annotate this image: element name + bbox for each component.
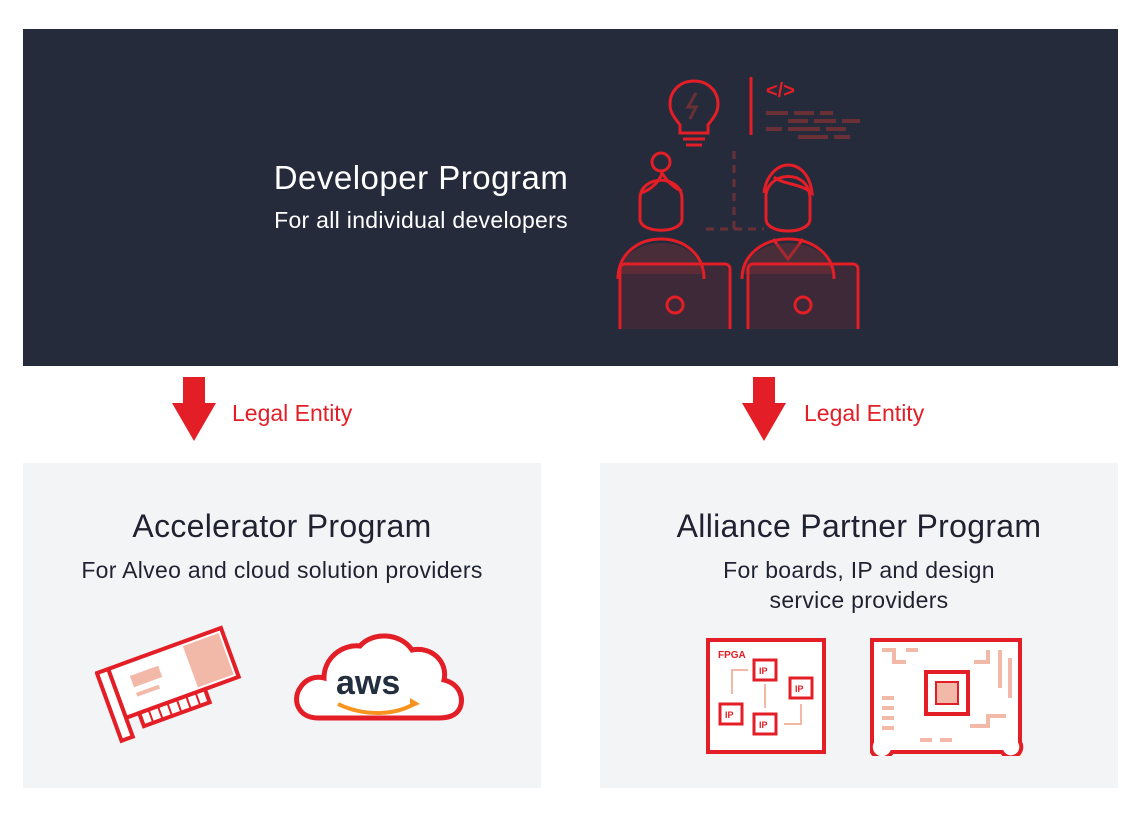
accelerator-card-icon: [95, 625, 242, 744]
alliance-partner-program-title: Alliance Partner Program: [676, 508, 1042, 544]
alliance-subtitle-line: service providers: [769, 587, 949, 613]
code-tag-icon: </>: [766, 80, 795, 102]
fpga-ip-icon: FPGA IP IP IP IP: [706, 638, 826, 754]
circuit-board-icon: [870, 638, 1024, 756]
fpga-label: FPGA: [718, 650, 746, 661]
alliance-partner-program-subtitle: For boards, IP and design service provid…: [600, 555, 1118, 615]
aws-cloud-icon: aws: [294, 633, 464, 721]
down-arrow-icon: [742, 377, 786, 441]
developer-program-panel: Developer Program For all individual dev…: [23, 29, 1118, 366]
alliance-subtitle-line: For boards, IP and design: [723, 557, 995, 583]
accelerator-program-card: Accelerator Program For Alveo and cloud …: [23, 463, 541, 788]
developer-program-title: Developer Program: [273, 159, 569, 196]
down-arrow-icon: [172, 377, 216, 441]
svg-text:IP: IP: [725, 710, 734, 720]
aws-logo-text: aws: [336, 664, 400, 702]
legal-entity-label: Legal Entity: [804, 400, 925, 426]
svg-text:IP: IP: [759, 666, 768, 676]
svg-text:IP: IP: [759, 720, 768, 730]
alliance-partner-program-card: Alliance Partner Program For boards, IP …: [600, 463, 1118, 788]
lightbulb-icon: [668, 79, 720, 147]
legal-entity-label: Legal Entity: [232, 400, 353, 426]
developer-program-subtitle: For all individual developers: [274, 207, 568, 233]
developers-with-laptops-icon: </>: [616, 77, 860, 329]
accelerator-program-subtitle: For Alveo and cloud solution providers: [81, 557, 483, 583]
svg-text:IP: IP: [795, 684, 804, 694]
accelerator-program-title: Accelerator Program: [132, 508, 432, 544]
